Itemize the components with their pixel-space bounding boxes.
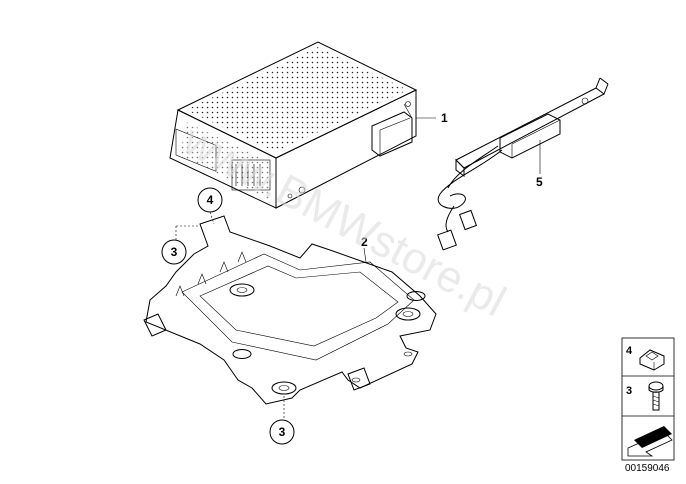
svg-text:4: 4 <box>207 193 214 207</box>
part-number-5: 5 <box>536 175 543 189</box>
direction-arrow-icon <box>627 426 673 457</box>
screw-icon <box>648 381 664 411</box>
legend-number-screw: 3 <box>626 385 632 397</box>
diagram-code: 00159046 <box>625 463 670 474</box>
svg-text:3: 3 <box>171 245 178 259</box>
callout-screw-3-bottom: 3 <box>269 396 295 445</box>
svg-text:3: 3 <box>279 425 286 439</box>
antenna-amplifier: 5 <box>437 77 609 251</box>
legend-number-nut: 4 <box>626 345 633 357</box>
clip-nut-icon <box>639 349 665 371</box>
callout-screw-3-left: 3 <box>161 225 200 265</box>
part-number-2: 2 <box>361 235 368 249</box>
callout-nut-4: 4 <box>197 187 223 225</box>
mounting-bracket: 2 <box>143 215 437 405</box>
fastener-legend: 4 3 00159046 <box>621 337 675 474</box>
control-module: 1 <box>169 41 448 209</box>
part-number-1: 1 <box>441 111 448 125</box>
